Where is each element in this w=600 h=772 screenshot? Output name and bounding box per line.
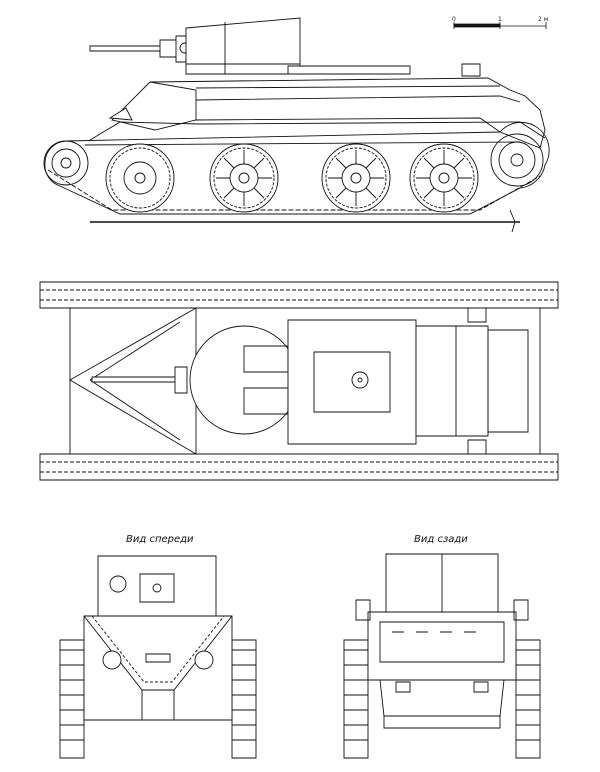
front-view [60, 556, 256, 758]
scale-start-label: 0 [452, 16, 456, 23]
road-wheel-1 [106, 144, 174, 212]
scale-end-label: 2 м [538, 16, 548, 23]
front-view-label: Вид спереди [126, 534, 194, 545]
rear-view [344, 554, 540, 758]
top-view [40, 282, 558, 480]
road-wheel-3 [322, 144, 390, 212]
side-view [44, 18, 549, 232]
scale-mid-label: 1 [498, 16, 502, 23]
scale-bar: 0 1 2 м [452, 16, 548, 29]
rear-view-label: Вид сзади [414, 534, 468, 545]
road-wheel-4 [410, 144, 478, 212]
road-wheel-2 [210, 144, 278, 212]
